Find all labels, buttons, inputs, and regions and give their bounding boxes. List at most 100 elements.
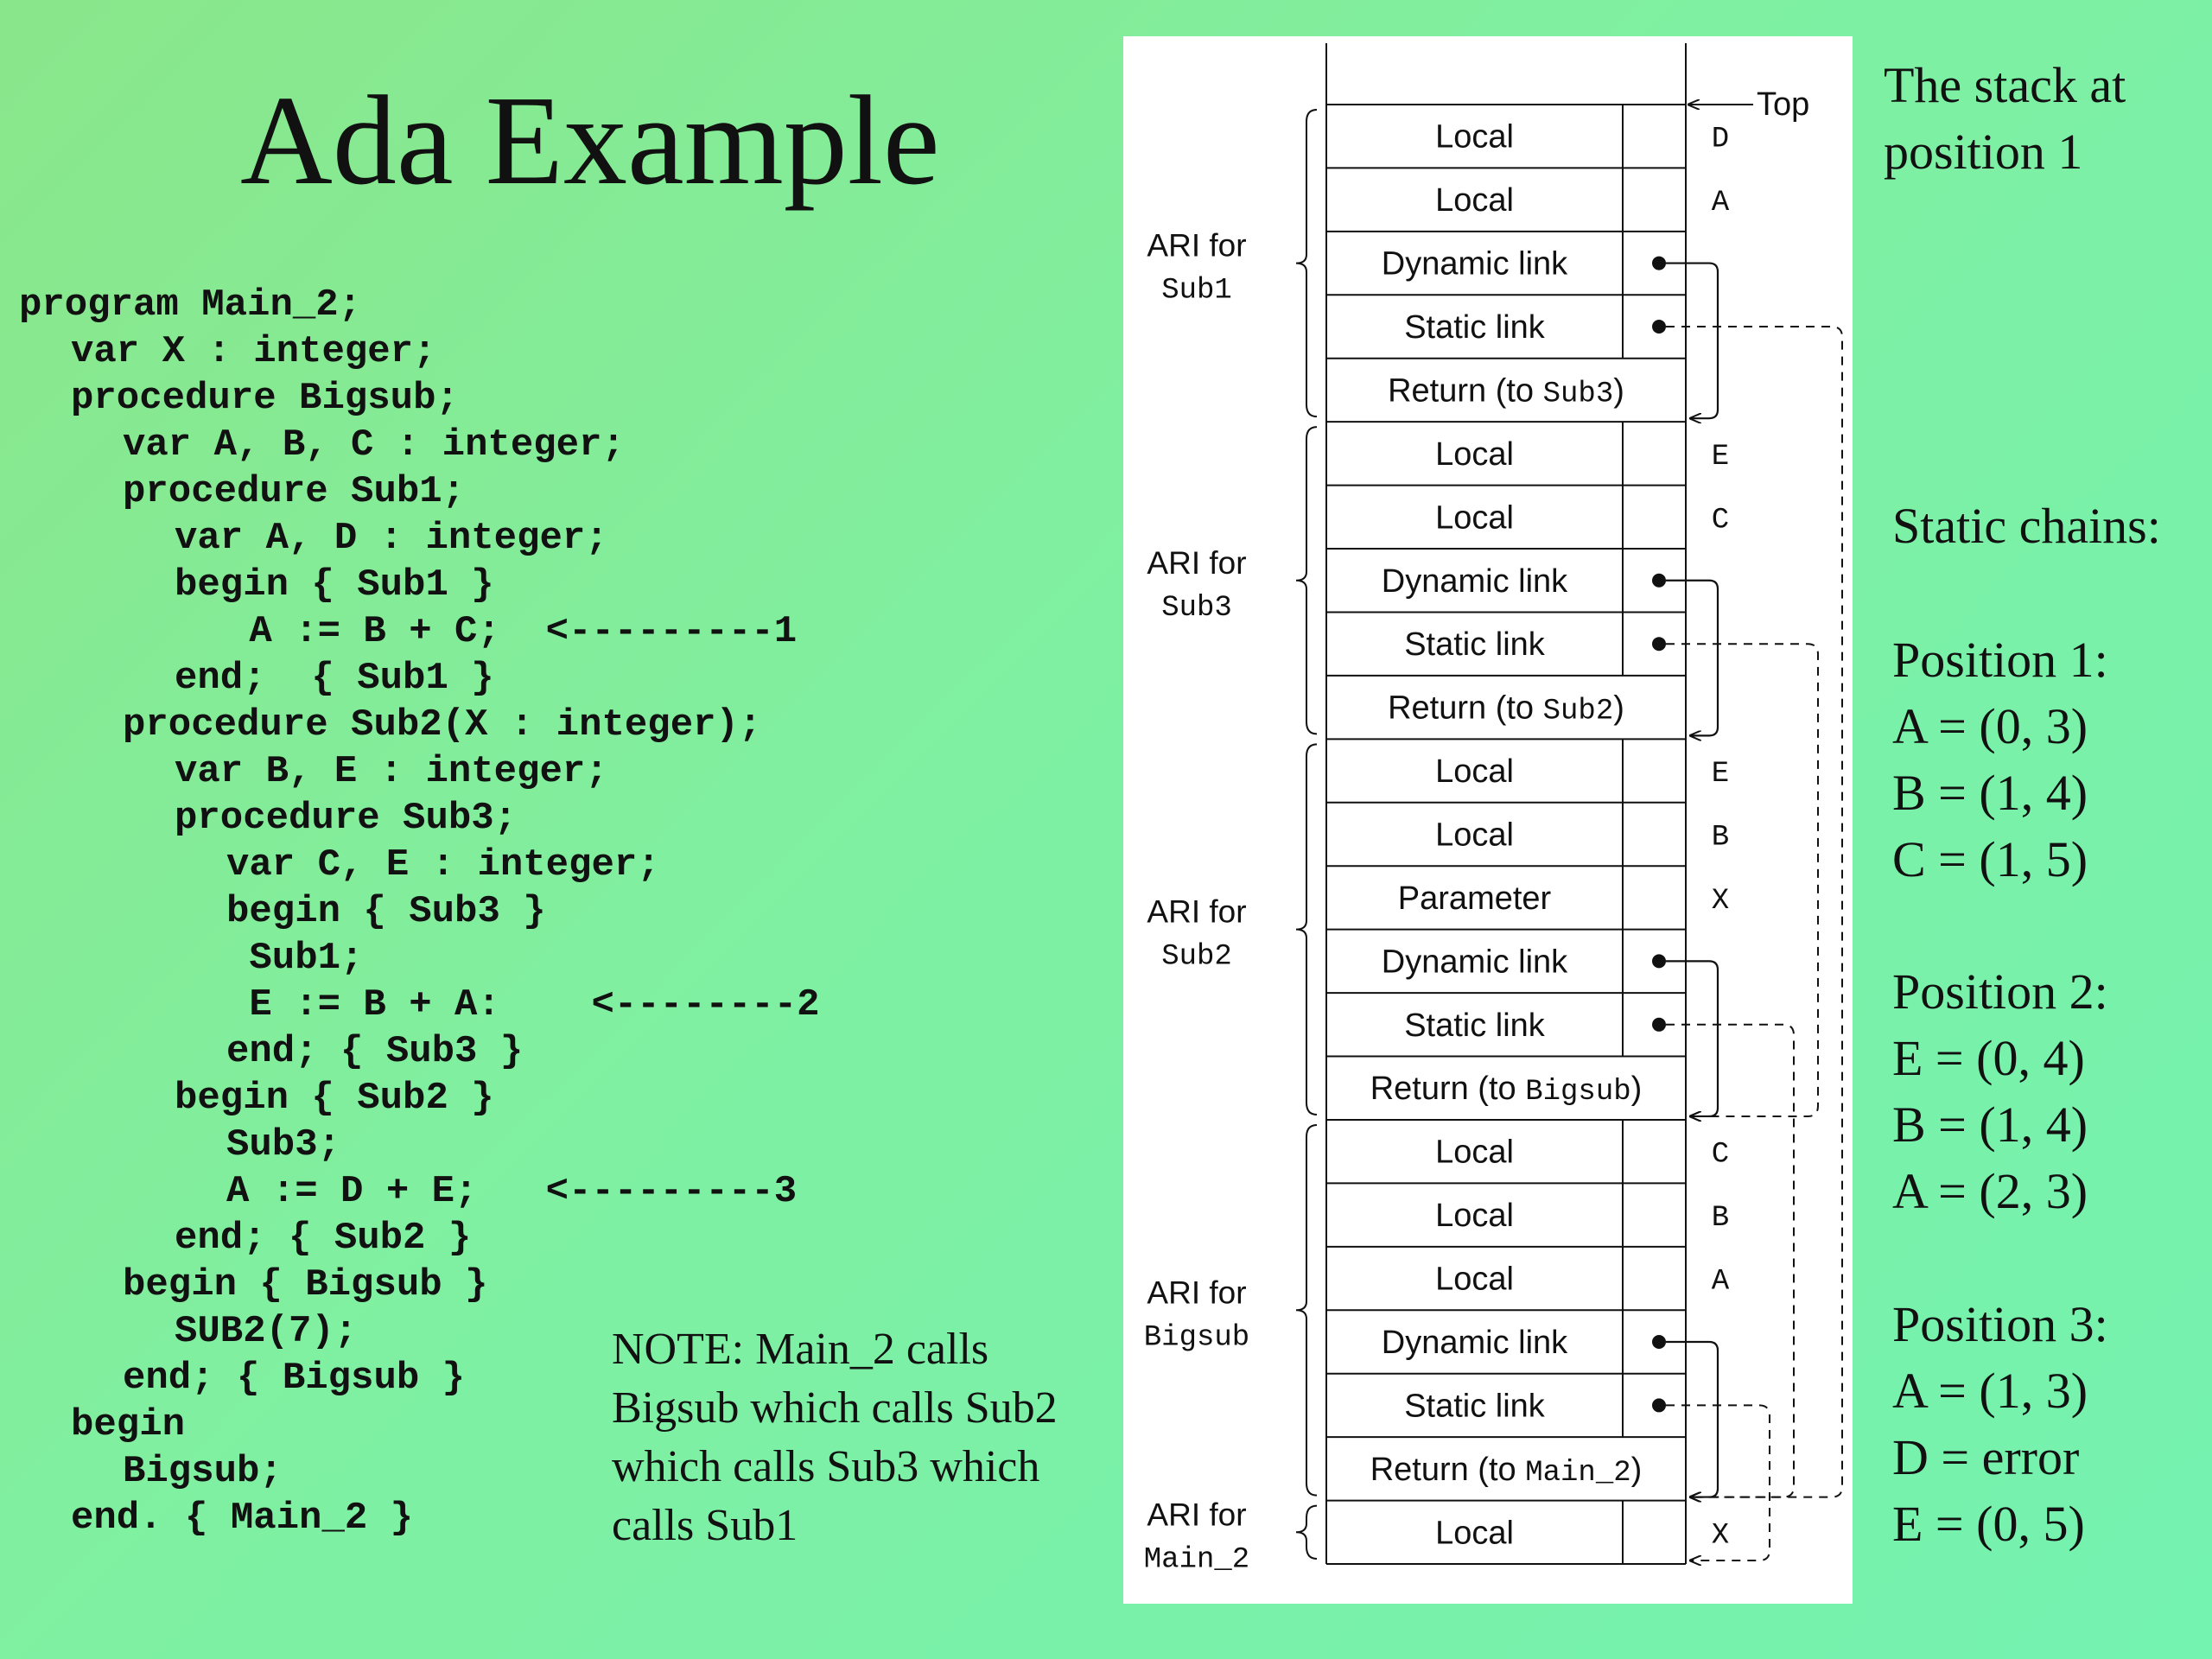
position-line: A = (2, 3) — [1892, 1163, 2088, 1219]
link-pointer-dot — [1652, 1334, 1666, 1349]
static-link-arrow — [1666, 326, 1843, 1497]
ari-procedure-name: Bigsub — [1144, 1321, 1249, 1354]
stack-cell-label: Return (to Sub3) — [1388, 372, 1624, 410]
code-line: begin { Sub1 } — [175, 563, 494, 607]
code-line: begin { Bigsub } — [123, 1263, 488, 1306]
position-line: B = (1, 4) — [1892, 1096, 2088, 1153]
dynamic-link-arrow — [1666, 960, 1719, 1116]
link-pointer-dot — [1652, 637, 1666, 652]
stack-cell-label: Return (to Bigsub) — [1370, 1071, 1643, 1109]
stack-cell-label: Static link — [1404, 1007, 1546, 1044]
stack-cell-label: Static link — [1404, 309, 1546, 346]
code-line: E := B + A: <--------2 — [226, 983, 820, 1027]
stack-cell-label: Dynamic link — [1382, 944, 1568, 980]
ari-label: ARI for — [1147, 545, 1246, 581]
variable-name-label: E — [1712, 758, 1729, 791]
ari-procedure-name: Sub1 — [1161, 275, 1232, 308]
stack-cell-label: Local — [1435, 436, 1514, 473]
position-title: Position 3: — [1892, 1296, 2108, 1352]
position-line: B = (1, 4) — [1892, 765, 2088, 821]
static-link-arrow — [1666, 1023, 1795, 1497]
variable-name-label: A — [1712, 187, 1730, 219]
position-line: A = (0, 3) — [1892, 698, 2088, 754]
stack-heading-line: position 1 — [1884, 124, 2083, 180]
link-pointer-dot — [1652, 954, 1666, 969]
position-line: E = (0, 4) — [1892, 1030, 2085, 1086]
position-title: Position 2: — [1892, 963, 2108, 1020]
stack-cell-label: Local — [1435, 1515, 1514, 1551]
position-1-block: Position 1: A = (0, 3) B = (1, 4) C = (1… — [1892, 626, 2108, 893]
ari-brace — [1295, 743, 1318, 1116]
position-title: Position 1: — [1892, 632, 2108, 688]
variable-name-label: C — [1712, 504, 1729, 537]
static-link-arrow — [1666, 1404, 1770, 1560]
stack-cell-label: Local — [1435, 753, 1514, 790]
code-line: A := D + E; <---------3 — [226, 1170, 798, 1213]
dynamic-link-arrow — [1666, 262, 1719, 419]
stack-cell-label: Local — [1435, 1262, 1514, 1298]
position-2-block: Position 2: E = (0, 4) B = (1, 4) A = (2… — [1892, 958, 2108, 1224]
code-line: var B, E : integer; — [175, 750, 608, 793]
code-line: program Main_2; — [19, 283, 362, 327]
code-line: begin { Sub2 } — [175, 1077, 494, 1120]
code-line: Sub1; — [226, 937, 364, 980]
variable-name-label: B — [1712, 1202, 1729, 1235]
static-link-arrow — [1666, 643, 1819, 1116]
ari-procedure-name: Sub3 — [1161, 592, 1232, 625]
code-line: end; { Sub3 } — [226, 1030, 524, 1073]
position-line: E = (0, 5) — [1892, 1496, 2085, 1552]
note-line: Bigsub which calls Sub2 — [612, 1383, 1058, 1433]
slide-title: Ada Example — [240, 70, 940, 212]
code-line: end. { Main_2 } — [71, 1497, 414, 1540]
ari-brace — [1295, 1123, 1318, 1497]
stack-cell-label: Dynamic link — [1382, 246, 1568, 283]
code-line: Sub3; — [226, 1123, 341, 1166]
variable-name-label: D — [1712, 124, 1729, 156]
stack-heading: The stack at position 1 — [1884, 52, 2126, 185]
variable-name-label: X — [1712, 1519, 1729, 1552]
position-line: A = (1, 3) — [1892, 1363, 2088, 1419]
stack-cell-label: Static link — [1404, 626, 1546, 663]
stack-cell-label: Local — [1435, 182, 1514, 219]
position-3-block: Position 3: A = (1, 3) D = error E = (0,… — [1892, 1291, 2108, 1557]
ari-label: ARI for — [1147, 894, 1246, 930]
link-pointer-dot — [1652, 320, 1666, 334]
stack-cell-label: Return (to Sub2) — [1388, 690, 1624, 728]
stack-cell-label: Dynamic link — [1382, 563, 1568, 600]
stack-cell-label: Local — [1435, 1135, 1514, 1171]
static-chains-heading: Static chains: — [1892, 498, 2161, 554]
stack-cell-label: Local — [1435, 1198, 1514, 1234]
code-line: procedure Bigsub; — [71, 377, 459, 420]
ari-label: ARI for — [1147, 1274, 1246, 1310]
code-line: procedure Sub1; — [123, 470, 466, 513]
ari-procedure-name: Main_2 — [1144, 1543, 1249, 1576]
ari-label: ARI for — [1147, 1497, 1246, 1532]
position-line: C = (1, 5) — [1892, 831, 2088, 887]
code-line: A := B + C; <---------1 — [226, 610, 798, 653]
note-line: which calls Sub3 which — [612, 1442, 1040, 1491]
variable-name-label: B — [1712, 822, 1729, 855]
ada-source-code: program Main_2;var X : integer;procedure… — [19, 282, 820, 1541]
code-line: var A, D : integer; — [175, 517, 608, 560]
stack-cell-label: Local — [1435, 119, 1514, 156]
ari-brace — [1295, 109, 1318, 418]
link-pointer-dot — [1652, 1398, 1666, 1413]
variable-name-label: E — [1712, 441, 1729, 474]
stack-cell-label: Local — [1435, 499, 1514, 536]
code-line: var X : integer; — [71, 330, 436, 373]
stack-cell-label: Parameter — [1398, 880, 1552, 917]
ari-procedure-name: Sub2 — [1161, 941, 1232, 974]
note-line: NOTE: Main_2 calls — [612, 1325, 989, 1374]
code-line: end; { Bigsub } — [123, 1357, 466, 1400]
stack-cell-label: Static link — [1404, 1388, 1546, 1424]
stack-cell-label: Return (to Main_2) — [1370, 1452, 1643, 1490]
code-line: Bigsub; — [123, 1450, 283, 1493]
code-line: end; { Sub2 } — [175, 1217, 472, 1260]
link-pointer-dot — [1652, 256, 1666, 270]
code-line: SUB2(7); — [175, 1310, 358, 1353]
stack-cell-label: Dynamic link — [1382, 1325, 1568, 1361]
code-line: var A, B, C : integer; — [123, 423, 625, 467]
note-text: NOTE: Main_2 calls Bigsub which calls Su… — [612, 1320, 1058, 1555]
